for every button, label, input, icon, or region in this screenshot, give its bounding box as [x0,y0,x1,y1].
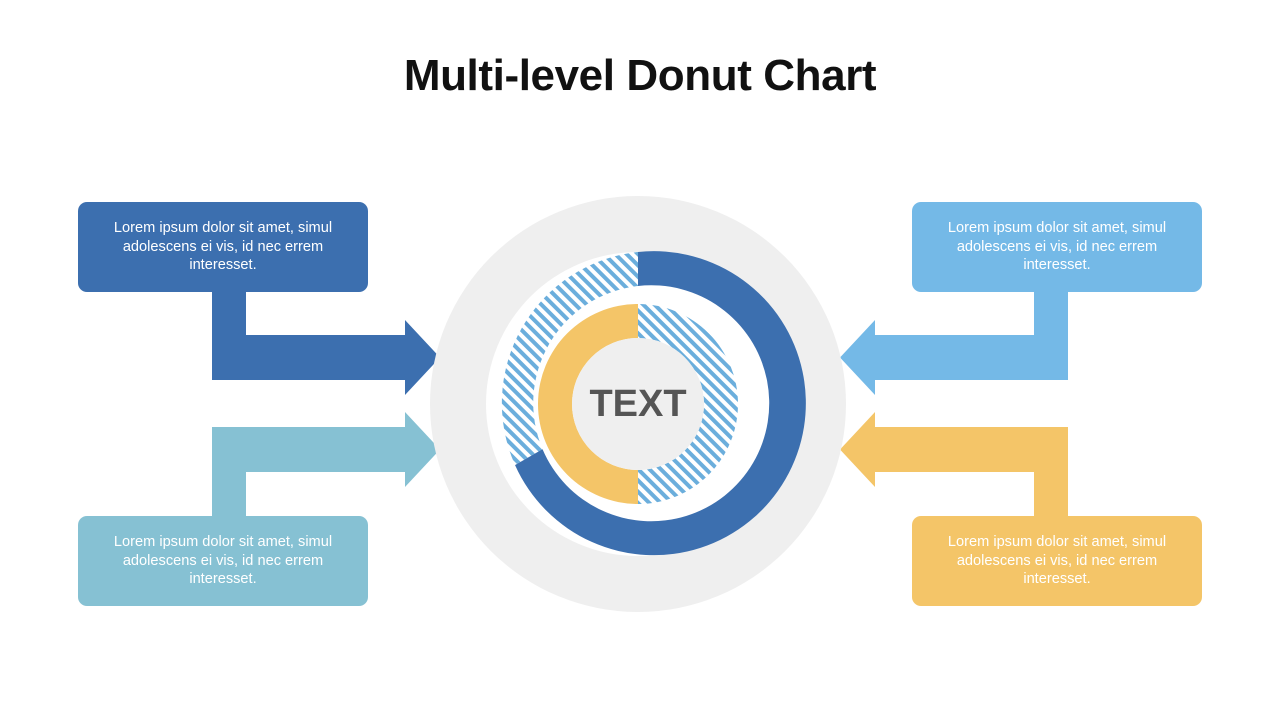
callout-bottom-right-text: Lorem ipsum dolor sit amet, simul adoles… [947,534,1167,588]
callout-top-left[interactable]: Lorem ipsum dolor sit amet, simul adoles… [78,202,368,292]
top-right-arrow [840,282,1068,395]
inner-ring-segment-hatched [638,304,738,504]
bottom-left-arrow [212,412,440,526]
top-left-arrow [212,282,440,395]
donut-center-hole [572,338,704,470]
bottom-right-arrow [840,412,1068,526]
callout-bottom-right[interactable]: Lorem ipsum dolor sit amet, simul adoles… [912,516,1202,606]
bottom-left-arrow-elbow [212,427,246,526]
inner-ring-segment-solid [538,304,638,504]
callout-bottom-left[interactable]: Lorem ipsum dolor sit amet, simul adoles… [78,516,368,606]
multi-level-donut-chart: TEXT [430,196,846,612]
top-left-arrow-elbow [212,282,246,380]
top-right-arrow-elbow [1034,282,1068,380]
outer-ring-segment-hatched [501,252,638,465]
callout-top-right-text: Lorem ipsum dolor sit amet, simul adoles… [947,220,1167,274]
callout-bottom-left-text: Lorem ipsum dolor sit amet, simul adoles… [113,534,333,588]
callout-top-left-text: Lorem ipsum dolor sit amet, simul adoles… [113,220,333,274]
bottom-right-arrow-elbow [1034,427,1068,526]
page-title: Multi-level Donut Chart [403,51,877,100]
callout-top-right[interactable]: Lorem ipsum dolor sit amet, simul adoles… [912,202,1202,292]
donut-center-label: TEXT [589,383,686,425]
